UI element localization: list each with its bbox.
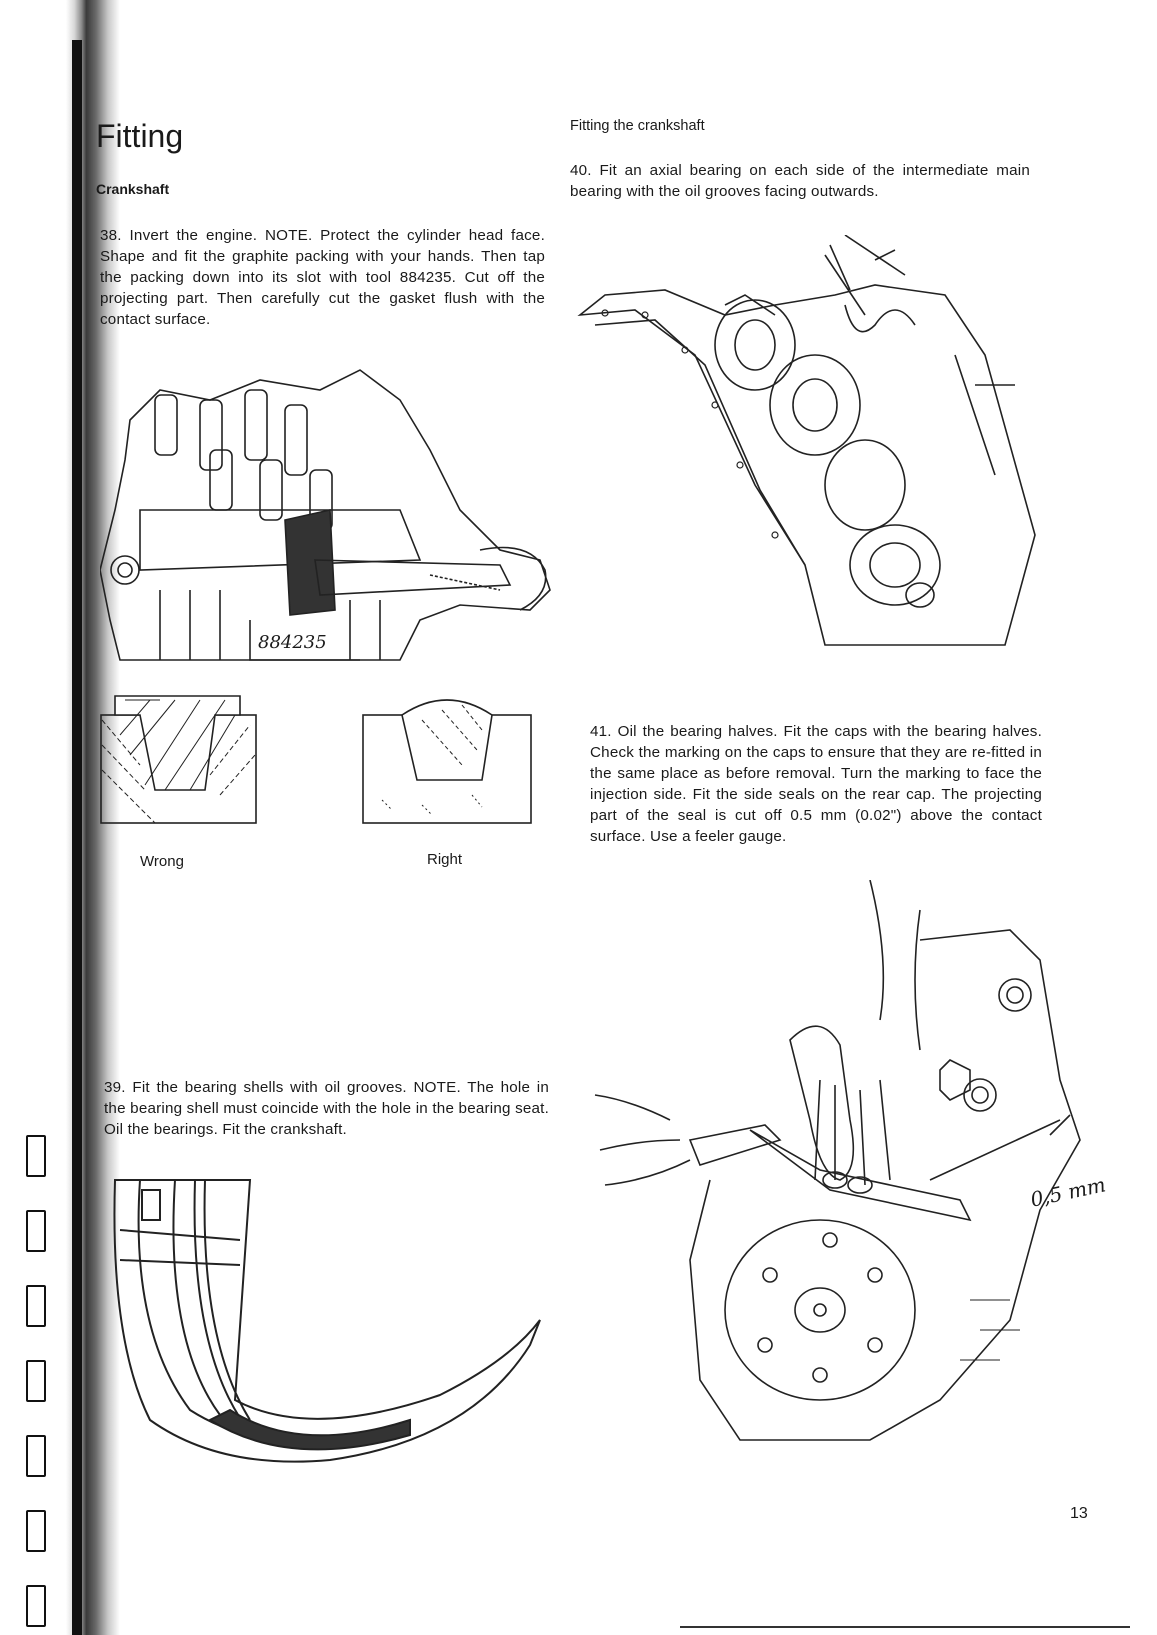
step-40-text: 40. Fit an axial bearing on each side of… xyxy=(570,162,1030,200)
right-fit-diagram xyxy=(362,695,534,825)
section-subheading: Crankshaft xyxy=(96,181,170,197)
engine-block-illustration: 884235 xyxy=(100,360,555,680)
right-heading: Fitting the crankshaft xyxy=(570,118,705,134)
step-39-text: 39. Fit the bearing shells with oil groo… xyxy=(104,1079,549,1138)
feeler-gauge-illustration: 0,5 mm xyxy=(590,880,1110,1455)
wrong-fit-diagram xyxy=(100,695,260,825)
caption-right: Right xyxy=(427,851,463,868)
binding-loop xyxy=(26,1585,46,1627)
step-41-text: 41. Oil the bearing halves. Fit the caps… xyxy=(590,723,1042,845)
binding-loop xyxy=(26,1435,46,1477)
crankshaft-in-block-illustration xyxy=(575,235,1045,650)
binding-loop xyxy=(26,1510,46,1552)
binding-loop xyxy=(26,1135,46,1177)
binding-loop xyxy=(26,1360,46,1402)
page-number: 13 xyxy=(1070,1505,1088,1522)
bottom-rule xyxy=(680,1626,1130,1628)
page-title: Fitting xyxy=(96,118,184,154)
binding-loop xyxy=(26,1285,46,1327)
binding-loop xyxy=(26,1210,46,1252)
tool-number-label: 884235 xyxy=(258,632,327,653)
binding-shadow xyxy=(72,40,82,1635)
step-38-text: 38. Invert the engine. NOTE. Protect the… xyxy=(100,227,545,328)
bearing-shell-illustration xyxy=(110,1170,550,1480)
spiral-binding xyxy=(0,0,120,1635)
caption-wrong: Wrong xyxy=(140,853,184,870)
